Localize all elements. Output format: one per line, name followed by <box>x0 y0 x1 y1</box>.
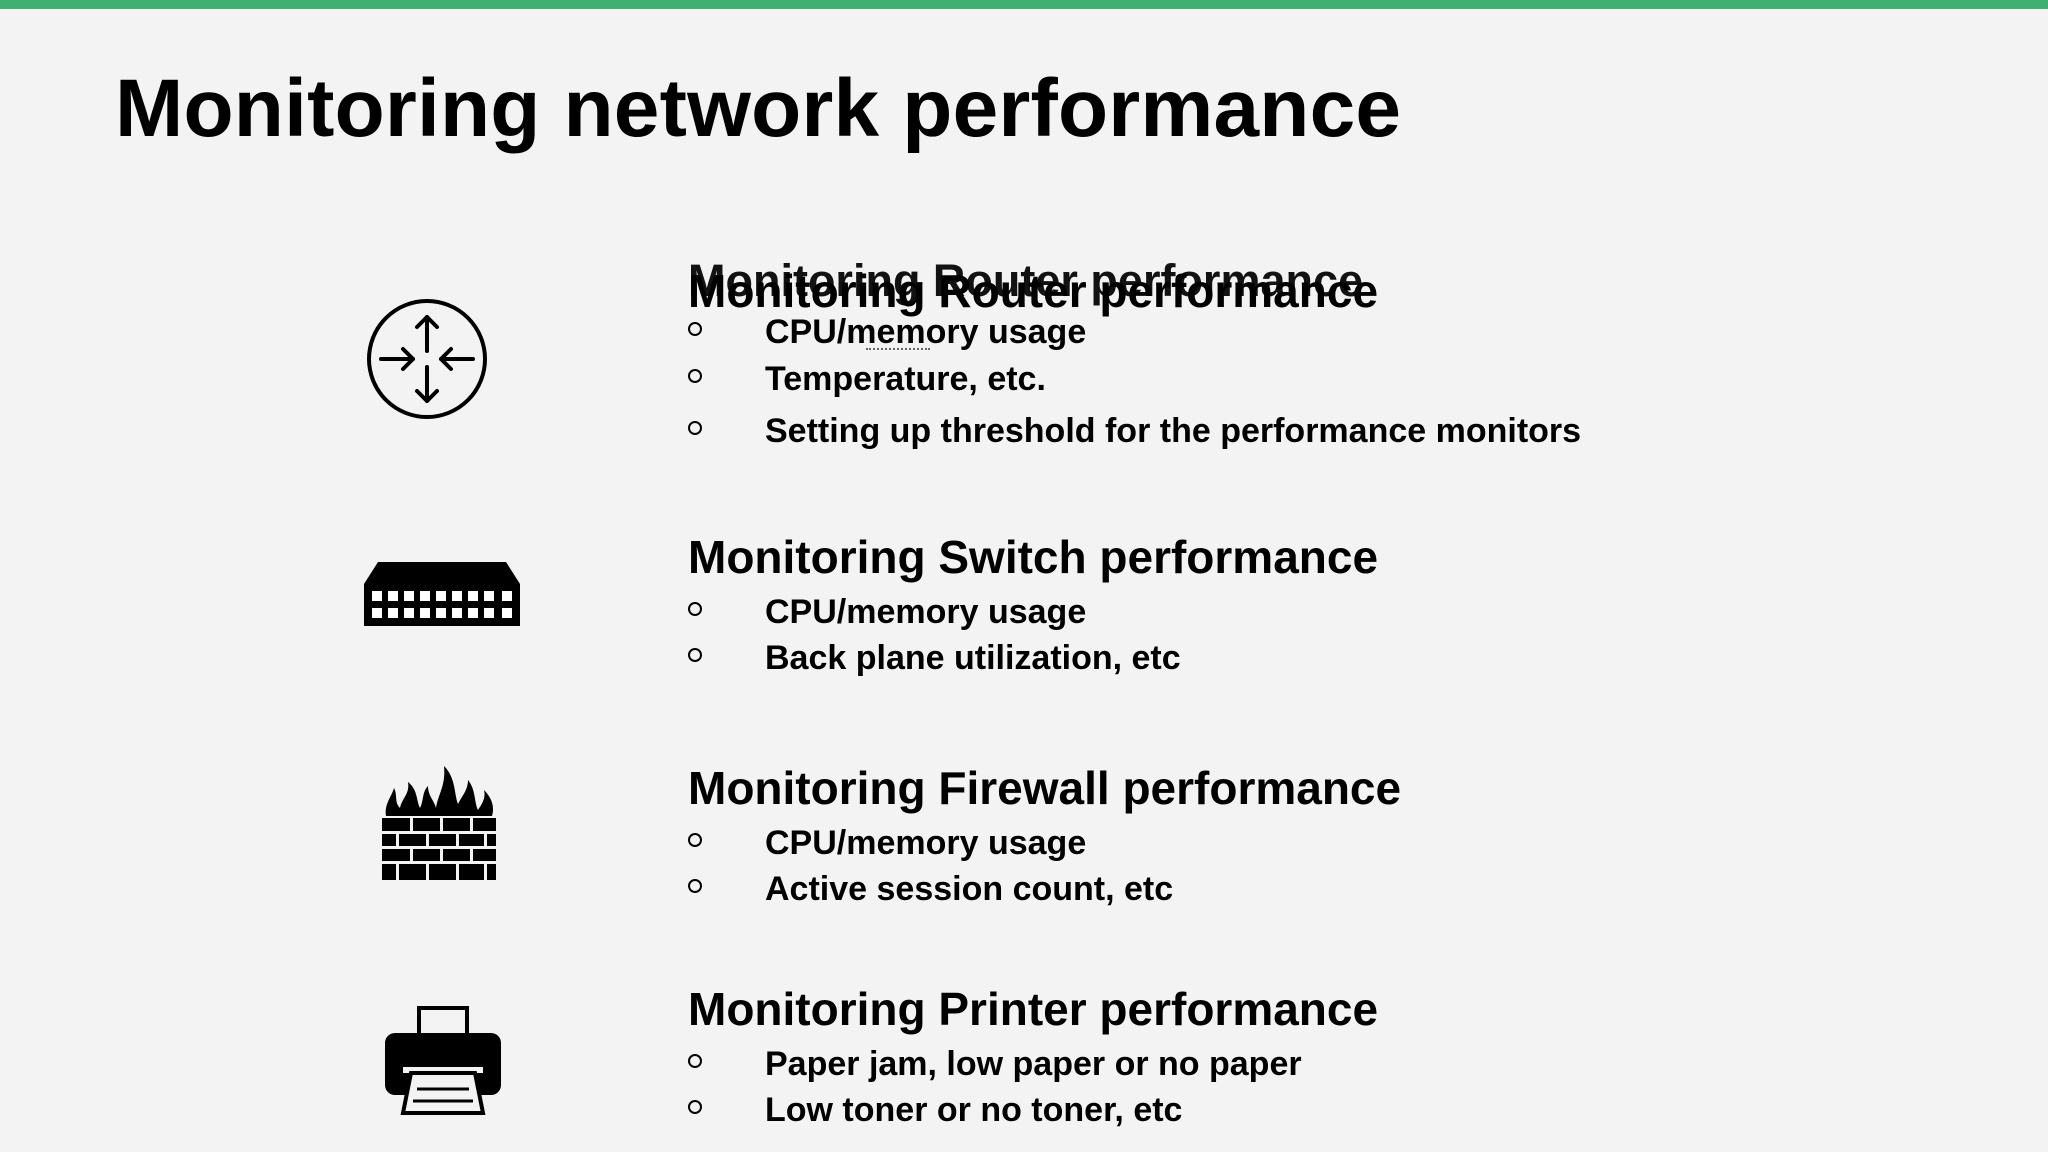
firewall-icon <box>382 766 496 880</box>
switch-icon <box>364 562 520 626</box>
firewall-heading: Monitoring Firewall performance <box>688 762 1402 814</box>
switch-heading: Monitoring Switch performance <box>688 531 1379 583</box>
spellcheck-underline <box>866 346 930 350</box>
bullet-circle-icon <box>688 421 702 435</box>
router-heading: Monitoring Router performance <box>688 265 1379 317</box>
printer-heading: Monitoring Printer performance <box>688 983 1379 1035</box>
bullet-circle-icon <box>688 1100 702 1114</box>
bullet-circle-icon <box>688 648 702 662</box>
bullet-circle-icon <box>688 602 702 616</box>
router-icon <box>367 299 487 419</box>
slide-title: Monitoring network performance <box>115 63 1402 154</box>
router-heading-duplicate: Monitoring Router performance <box>688 255 1364 306</box>
bullet-circle-icon <box>688 833 702 847</box>
accent-bar <box>0 0 2048 9</box>
bullet-circle-icon <box>688 879 702 893</box>
bullet-circle-icon <box>688 1054 702 1068</box>
bullet-circle-icon <box>688 322 702 336</box>
printer-icon <box>385 1006 501 1115</box>
bullet-circle-icon <box>688 369 702 383</box>
